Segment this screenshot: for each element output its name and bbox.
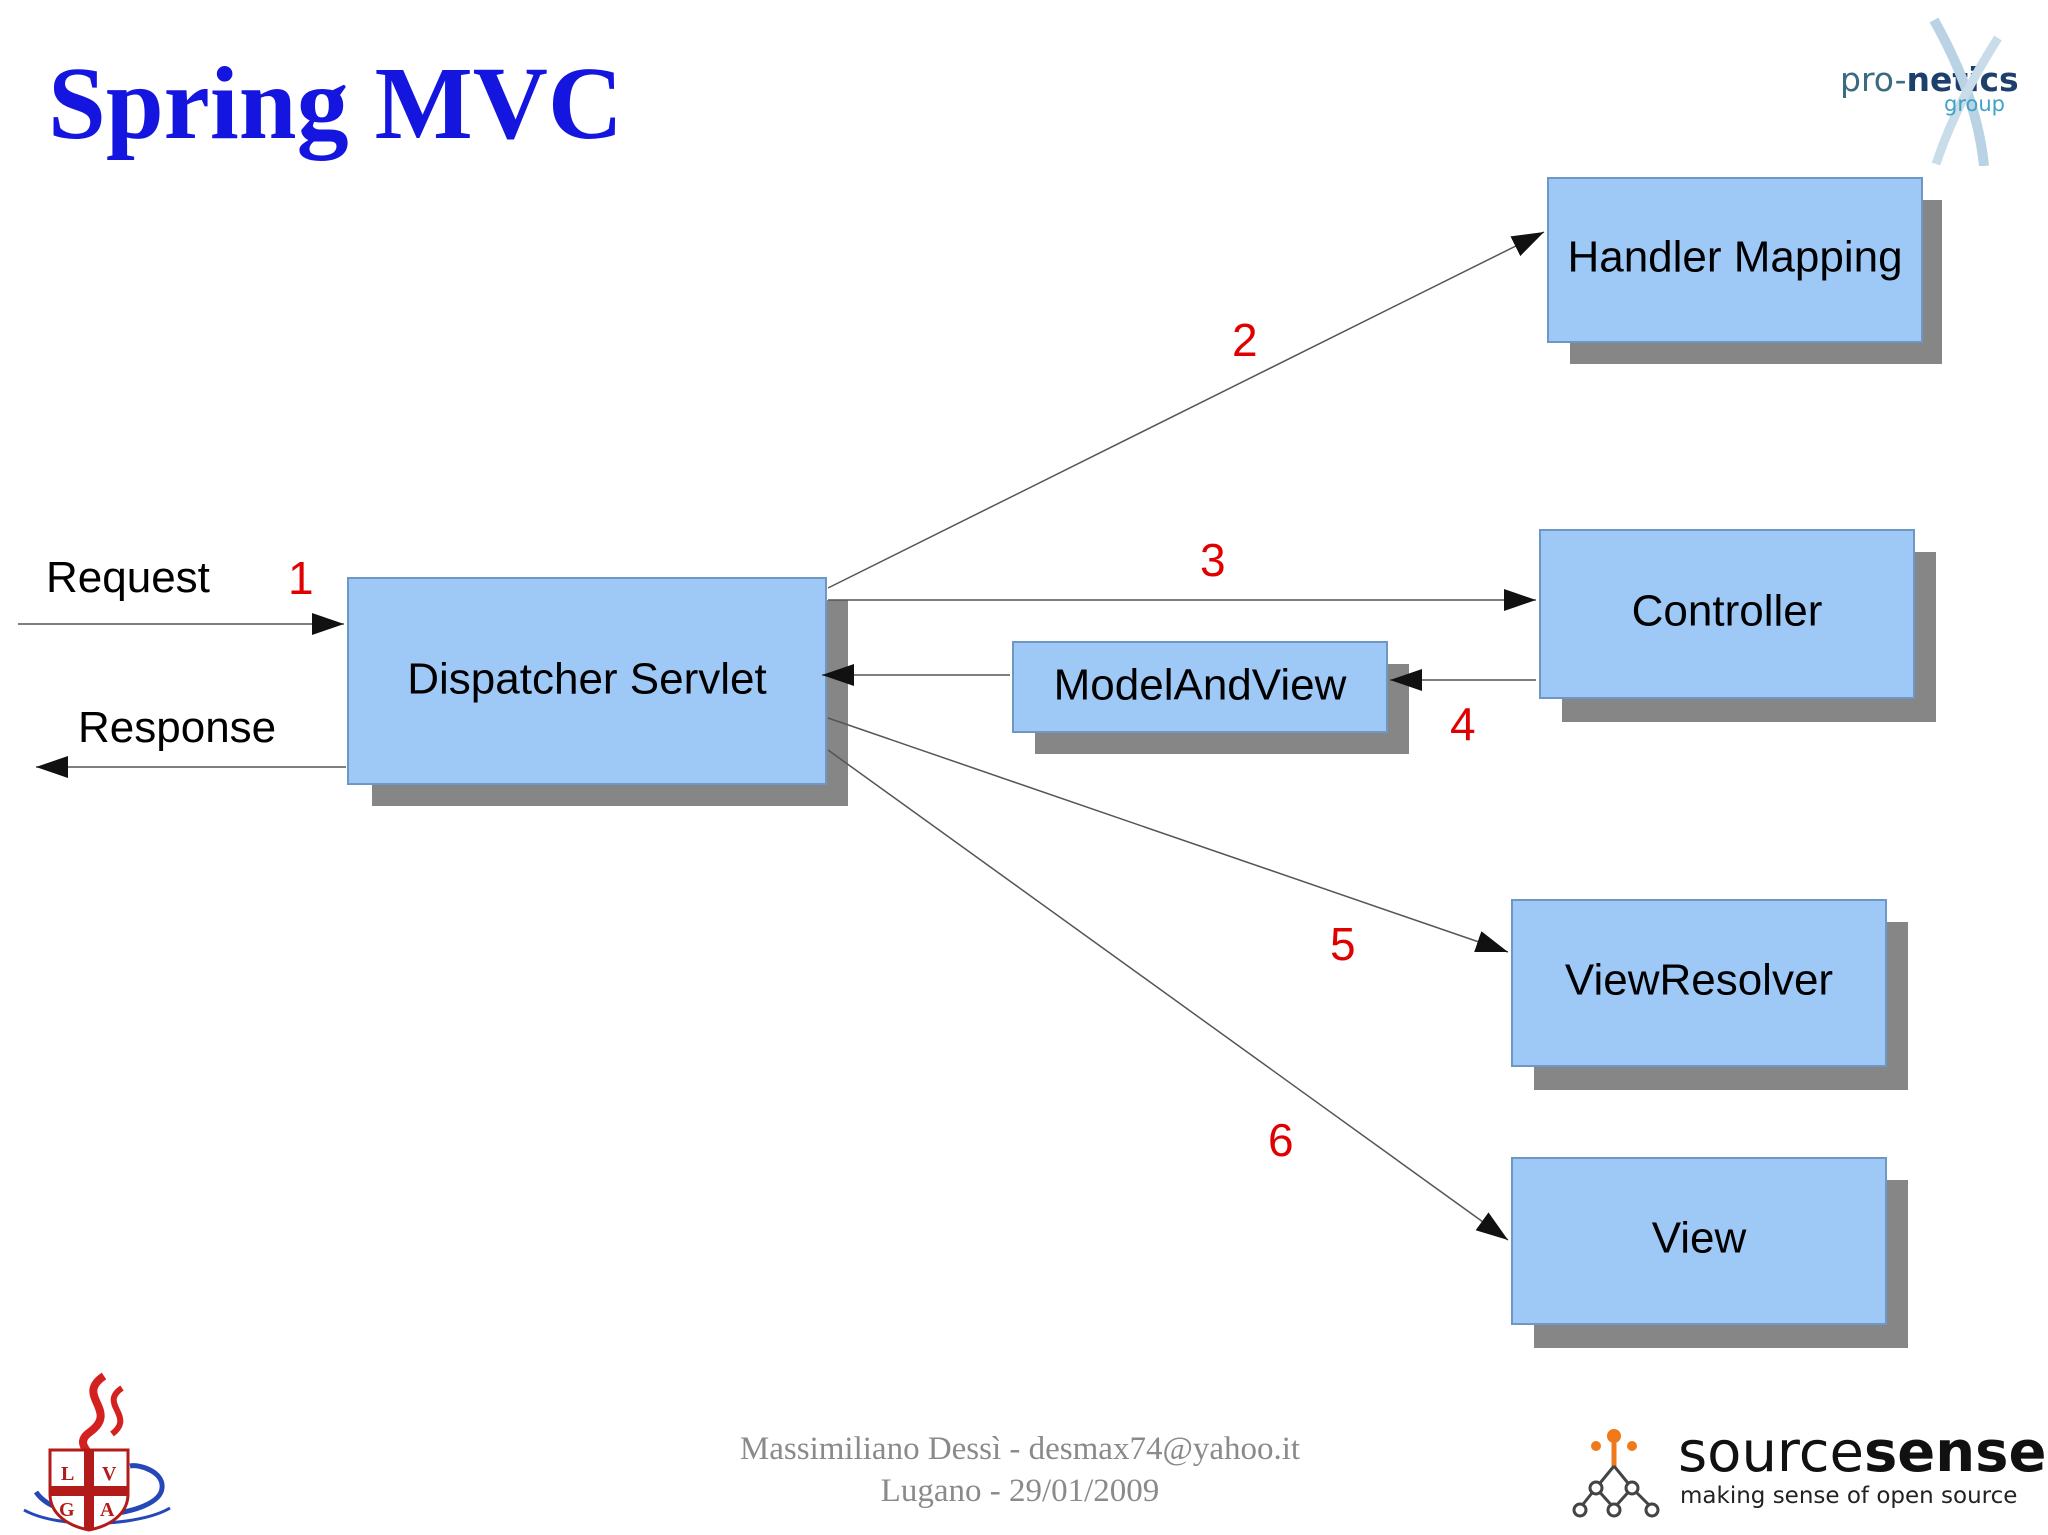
sourcesense-network-node <box>1591 1441 1601 1451</box>
sourcesense-name: sense <box>1863 1420 2047 1485</box>
sourcesense-tagline: making sense of open source <box>1680 1483 2018 1509</box>
dispatcher-servlet-box: Dispatcher Servlet <box>347 577 848 806</box>
step-number-3: 3 <box>1200 534 1226 586</box>
view-body <box>1511 1157 1887 1325</box>
sourcesense-network-node <box>1624 1480 1640 1496</box>
dispatcher-servlet-body <box>347 577 827 785</box>
sourcesense-network-node <box>1627 1441 1637 1451</box>
arrow-6-to-view <box>827 749 1509 1241</box>
model-and-view-label: ModelAndView <box>1054 661 1347 710</box>
controller-box: Controller <box>1539 529 1936 722</box>
footer-location-date: Lugano - 29/01/2009 <box>880 1473 1160 1509</box>
request-label: Request <box>46 553 210 602</box>
pronetics-logo: pro-netics group <box>1840 17 2019 166</box>
lvga-letter-g: G <box>59 1499 75 1521</box>
lvga-letter-v: V <box>102 1463 117 1485</box>
view-label: View <box>1652 1214 1747 1263</box>
handler-mapping-box: Handler Mapping <box>1547 177 1942 364</box>
arrow-2-to-handler-mapping <box>827 231 1545 589</box>
handler-mapping-label: Handler Mapping <box>1567 233 1902 282</box>
sourcesense-network-node <box>1607 1429 1621 1443</box>
step-number-1: 1 <box>288 552 314 604</box>
lvga-letter-a: A <box>100 1499 115 1521</box>
step-number-2: 2 <box>1232 314 1258 366</box>
sourcesense-wordmark: sourcesense <box>1678 1425 2046 1481</box>
dispatcher-servlet-label: Dispatcher Servlet <box>407 655 766 704</box>
view-resolver-body <box>1511 899 1887 1067</box>
handler-mapping-body <box>1547 177 1923 343</box>
lvga-steam-icon-2 <box>109 1385 124 1437</box>
lvga-cross-horizontal <box>50 1486 128 1496</box>
pronetics-prefix: pro- <box>1840 60 1907 99</box>
sourcesense-prefix: source <box>1678 1420 1864 1485</box>
model-and-view-body <box>1012 641 1388 733</box>
controller-body <box>1539 529 1915 699</box>
controller-label: Controller <box>1632 587 1823 636</box>
footer-author: Massimiliano Dessì - desmax74@yahoo.it <box>739 1431 1301 1467</box>
pronetics-x-mark-icon <box>1929 17 2002 166</box>
sourcesense-network-node <box>1588 1480 1604 1496</box>
step-number-4: 4 <box>1450 698 1476 750</box>
slide-title: Spring MVC <box>48 46 623 161</box>
step-number-5: 5 <box>1330 918 1356 970</box>
view-resolver-box: ViewResolver <box>1511 899 1908 1090</box>
view-box: View <box>1511 1157 1908 1348</box>
arrow-5-to-view-resolver <box>827 717 1509 953</box>
lvga-letter-l: L <box>61 1463 74 1485</box>
sourcesense-network-node <box>1572 1502 1588 1518</box>
sourcesense-network-icon <box>1572 1429 1660 1518</box>
sourcesense-network-node <box>1606 1502 1622 1518</box>
lvga-java-logo: L V G A <box>23 1372 171 1532</box>
step-number-6: 6 <box>1268 1114 1294 1166</box>
view-resolver-label: ViewResolver <box>1565 956 1833 1005</box>
sourcesense-network-node <box>1644 1502 1660 1518</box>
response-label: Response <box>78 703 276 752</box>
pronetics-subtitle: group <box>1944 92 2005 116</box>
model-and-view-box: ModelAndView <box>1012 641 1409 754</box>
